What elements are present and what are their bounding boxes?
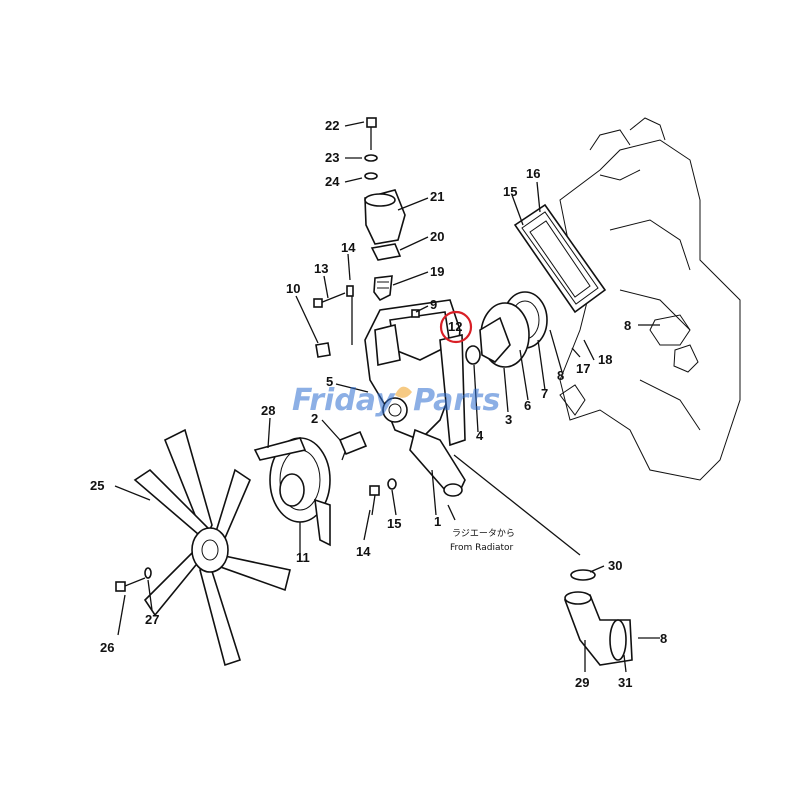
callout-11: 11: [296, 550, 310, 565]
watermark: Friday Parts: [292, 383, 500, 418]
pump-housing: [465, 291, 548, 368]
callout-18: 17: [576, 361, 590, 376]
watermark-swoosh: [395, 386, 412, 398]
callout-19: 18: [598, 352, 612, 367]
leader-lines: [114, 121, 660, 673]
callout-labels: 22 23 24 21 20 19 14 13 10 9 12 5 2 28 2…: [90, 118, 667, 690]
callout-10: 10: [286, 281, 300, 296]
callout-30: 29: [575, 675, 589, 690]
callout-25: 24: [325, 174, 340, 189]
temp-sensor-2: [338, 430, 368, 461]
hose-30: [563, 569, 633, 666]
callout-13: 13: [314, 261, 328, 276]
callout-28: 27: [145, 612, 159, 627]
gasket-16-17: [513, 203, 607, 314]
radiator-note: ラジエータから From Radiator: [450, 528, 515, 553]
pulley-11: [253, 437, 331, 547]
callout-16: 15: [503, 184, 517, 199]
callout-15-bottom: 15: [387, 516, 401, 531]
callout-22: 21: [430, 189, 444, 204]
fan-26: [133, 428, 291, 667]
callout-24: 23: [325, 150, 339, 165]
callout-9: 9: [430, 297, 437, 312]
small-fasteners: [313, 285, 420, 358]
bolt-23-washers: [364, 117, 378, 180]
callout-8-mid: 8: [557, 368, 564, 383]
callout-6: 6: [524, 398, 531, 413]
callout-2: 2: [311, 411, 318, 426]
callout-20: 19: [430, 264, 444, 279]
callout-27: 26: [100, 640, 114, 655]
svg-text:Friday Parts: Friday Parts: [292, 383, 500, 418]
watermark-part2: Parts: [413, 383, 500, 418]
callout-7: 7: [541, 386, 548, 401]
callout-3: 3: [505, 412, 512, 427]
water-pump-body: [364, 299, 466, 497]
note-japanese: ラジエータから: [452, 528, 515, 539]
note-english: From Radiator: [450, 543, 513, 553]
callout-5: 5: [326, 374, 333, 389]
bolts-lower: [115, 478, 397, 592]
callout-1: 1: [434, 514, 441, 529]
callout-8-right-top: 8: [624, 318, 631, 333]
callout-4: 4: [476, 428, 484, 443]
callout-23: 22: [325, 118, 339, 133]
engine-block: [559, 117, 741, 481]
callout-29: 28: [261, 403, 275, 418]
thermostat-assembly: [364, 189, 406, 302]
callout-21: 20: [430, 229, 444, 244]
callout-14: 14: [356, 544, 371, 559]
callout-26: 25: [90, 478, 104, 493]
callout-8-right-bottom: 8: [660, 631, 667, 646]
callout-31-bottom: 31: [618, 675, 632, 690]
callout-17: 16: [526, 166, 540, 181]
watermark-part1: Friday: [292, 383, 396, 418]
highlight-circle: [439, 310, 473, 344]
callout-31-top: 30: [608, 558, 622, 573]
callout-15-top: 14: [341, 240, 356, 255]
callout-12: 12: [448, 319, 462, 334]
